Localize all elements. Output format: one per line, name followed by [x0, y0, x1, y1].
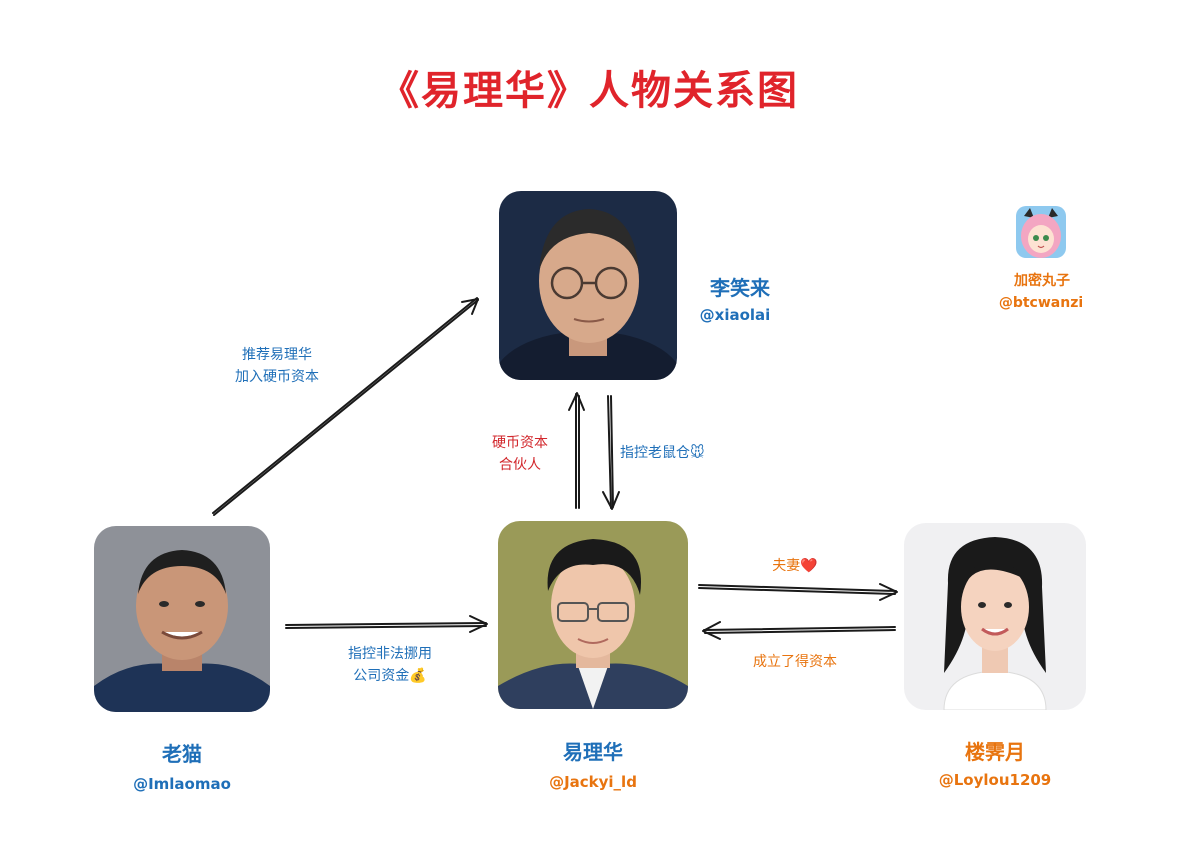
- relation-partner-line1: 硬币资本: [492, 435, 548, 451]
- relation-li-to-yi: 指控老鼠仓🐭: [620, 445, 705, 461]
- name-li-xiaolai: 李笑来: [710, 276, 770, 300]
- relation-yi-to-lou: 夫妻❤️: [772, 558, 818, 574]
- arrow-lou-to-yi: [703, 626, 896, 634]
- diagram-title: 《易理华》人物关系图: [379, 68, 799, 114]
- avatar-btcwanzi: [1016, 206, 1066, 258]
- name-btcwanzi: 加密丸子: [1014, 273, 1070, 289]
- arrow-lao-to-li: [212, 297, 479, 516]
- avatar-lou-jiyue: [904, 523, 1086, 710]
- relation-lao-to-yi: 指控非法挪用 公司资金💰: [325, 643, 455, 687]
- relation-lao-to-li: 推荐易理华 加入硬币资本: [212, 344, 342, 388]
- relation-partner-line2: 合伙人: [499, 457, 541, 473]
- handle-btcwanzi[interactable]: @btcwanzi: [998, 295, 1084, 311]
- handle-yi-lihua[interactable]: @Jackyi_ld: [549, 773, 637, 791]
- relation-lou-to-yi: 成立了得资本: [753, 654, 837, 670]
- arrow-lao-to-yi: [285, 622, 487, 629]
- relation-lao-to-yi-line2: 公司资金💰: [353, 668, 427, 684]
- handle-li-xiaolai[interactable]: @xiaolai: [699, 306, 771, 324]
- avatar-li-xiaolai: [499, 191, 677, 380]
- name-laomao: 老猫: [162, 742, 202, 766]
- relation-yi-li-partner: 硬币资本 合伙人: [470, 432, 570, 476]
- arrow-yi-to-lou: [698, 584, 897, 595]
- arrow-li-to-yi: [607, 395, 614, 509]
- name-yi-lihua: 易理华: [563, 740, 623, 764]
- arrow-yi-to-li: [575, 393, 580, 509]
- handle-laomao[interactable]: @Imlaomao: [133, 775, 231, 793]
- avatar-laomao: [94, 526, 270, 712]
- handle-lou-jiyue[interactable]: @Loylou1209: [938, 771, 1052, 789]
- relation-lao-to-li-line1: 推荐易理华: [242, 347, 312, 363]
- avatar-yi-lihua: [498, 521, 688, 709]
- name-lou-jiyue: 楼霁月: [965, 740, 1025, 764]
- relation-lao-to-yi-line1: 指控非法挪用: [348, 646, 432, 662]
- relation-lao-to-li-line2: 加入硬币资本: [235, 369, 319, 385]
